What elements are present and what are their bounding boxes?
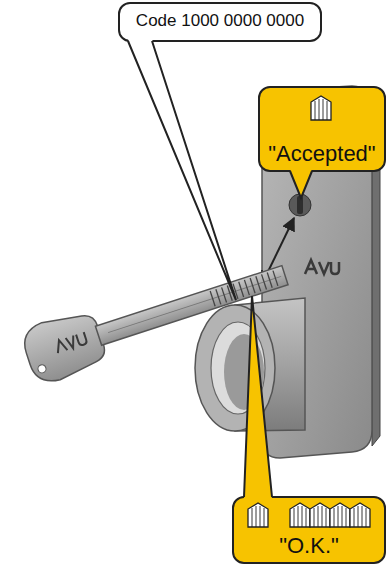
blade-codes <box>210 271 278 307</box>
key <box>19 247 294 387</box>
key-ring-hole <box>37 364 47 374</box>
callout-text: Code 1000 0000 0000 <box>136 12 304 31</box>
keyhole <box>289 194 311 216</box>
code-cut <box>227 285 232 300</box>
cylinder-bore <box>211 322 265 414</box>
pin-icon <box>248 503 268 527</box>
accepted-callout: "Accepted" <box>258 86 386 172</box>
key-head <box>19 307 110 388</box>
code-cut <box>239 282 244 297</box>
callout-tail <box>128 39 236 300</box>
plate-logo <box>305 260 339 274</box>
code-cut <box>262 274 267 289</box>
callout-tail-edge <box>128 41 236 300</box>
callout-tail-edge <box>290 171 312 198</box>
blade-groove <box>108 276 281 332</box>
pin-shape <box>330 503 350 527</box>
code-cut <box>222 287 227 302</box>
cylinder-front <box>195 305 275 431</box>
code-cut <box>273 271 278 286</box>
code-cut <box>267 272 272 287</box>
keyhole-slot <box>297 196 303 214</box>
code-callout: Code 1000 0000 0000 <box>118 2 322 42</box>
pin-shape <box>310 503 330 527</box>
cylinder-shadow <box>224 334 264 410</box>
logo-mark <box>319 262 339 274</box>
logo-mark <box>305 260 317 274</box>
callout-tail <box>290 169 312 198</box>
key-blade <box>95 266 288 346</box>
code-cut <box>216 289 221 304</box>
pin-stripes <box>315 99 327 120</box>
key-logo <box>54 332 87 353</box>
code-cut <box>250 278 255 293</box>
pin-icon <box>311 96 331 120</box>
code-cut <box>210 291 215 306</box>
callout-tail <box>244 296 272 499</box>
pin-shape <box>290 503 310 527</box>
pin-stripes <box>294 506 366 527</box>
pin-shape <box>350 503 370 527</box>
code-cut <box>256 276 261 291</box>
ok-callout: "O.K." <box>232 496 386 564</box>
callout-tail-edge <box>244 296 272 497</box>
code-cut <box>244 280 249 295</box>
pin-stripes <box>252 506 264 527</box>
callout-text: "Accepted" <box>268 142 375 166</box>
callout-text: "O.K." <box>279 534 339 558</box>
pin-shape <box>311 96 331 120</box>
pin-shape <box>248 503 268 527</box>
pin-icon-group <box>290 503 370 527</box>
code-cut <box>233 284 238 299</box>
